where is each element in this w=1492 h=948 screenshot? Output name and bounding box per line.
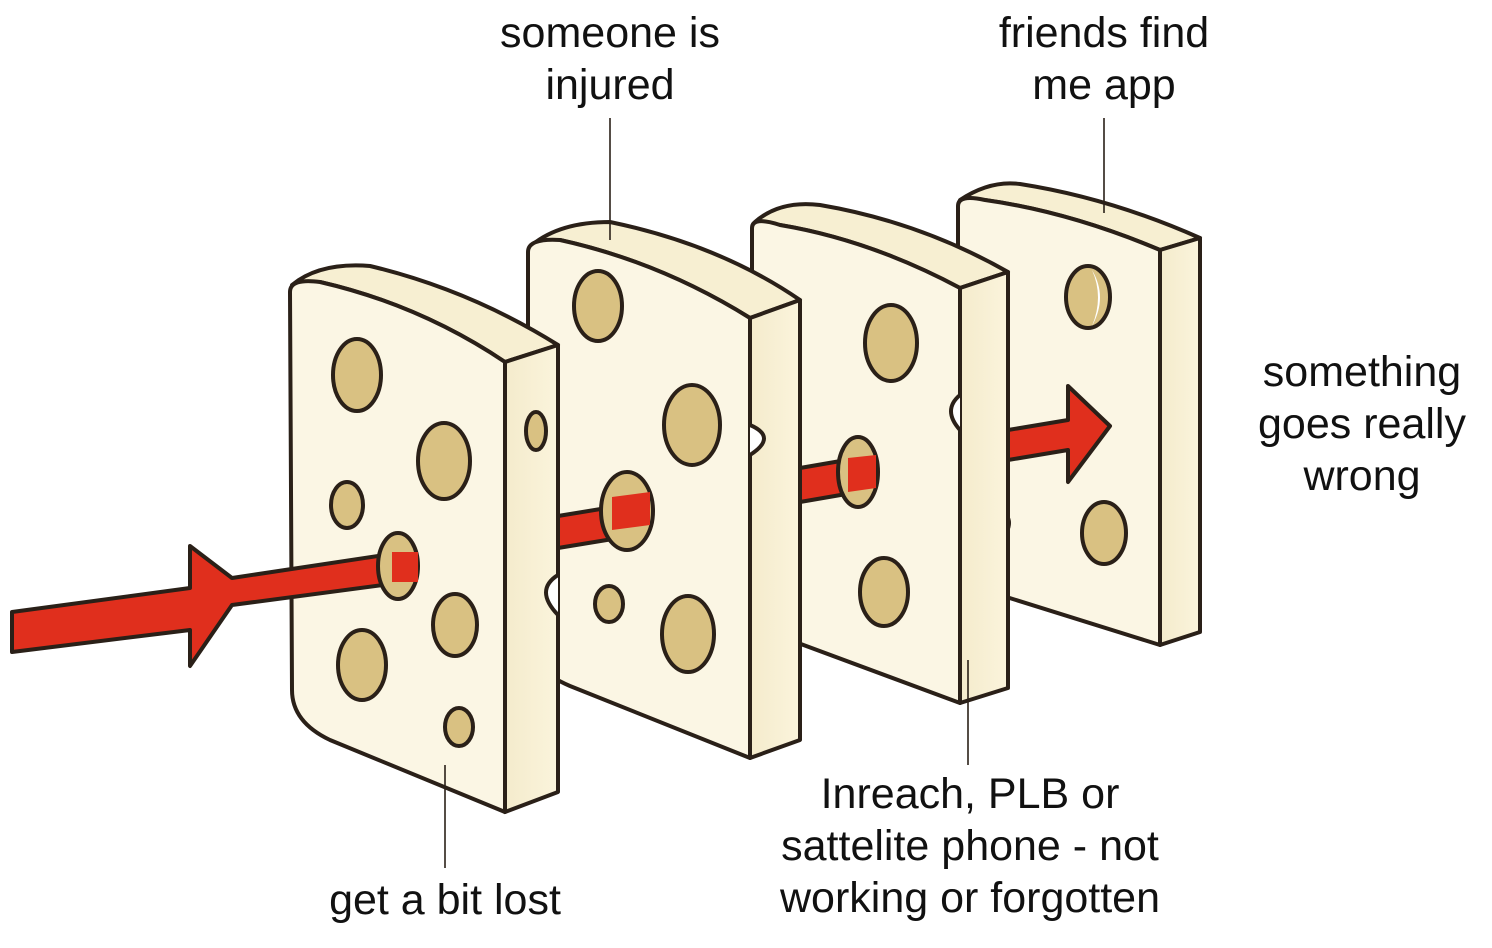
label-outcome-line-3: wrong xyxy=(1303,452,1421,500)
cheese-slice-1 xyxy=(288,263,560,814)
label-inreach-line-3: working or forgotten xyxy=(779,874,1161,922)
label-someone-is-injured-line-2: injured xyxy=(545,61,675,109)
label-friends-find-me-app: friends find me app xyxy=(970,7,1238,111)
label-inreach-plb-satellite: Inreach, PLB or sattelite phone - not wo… xyxy=(740,768,1200,924)
label-something-goes-really-wrong: something goes really wrong xyxy=(1232,346,1492,502)
hazard-arrow xyxy=(10,384,1112,668)
label-outcome-line-1: something xyxy=(1262,348,1462,396)
label-get-a-bit-lost-line-1: get a bit lost xyxy=(329,876,561,924)
label-someone-is-injured: someone is injured xyxy=(470,7,750,111)
leader-lines xyxy=(444,118,1105,868)
label-someone-is-injured-line-1: someone is xyxy=(500,9,720,57)
cheese-slice-2 xyxy=(526,220,802,760)
arrow-head-segment xyxy=(1006,384,1112,484)
label-get-a-bit-lost: get a bit lost xyxy=(300,874,590,926)
label-friends-line-1: friends find xyxy=(998,9,1210,57)
label-inreach-line-1: Inreach, PLB or xyxy=(820,770,1120,818)
label-outcome-line-2: goes really xyxy=(1258,400,1466,448)
label-inreach-line-2: sattelite phone - not xyxy=(781,822,1159,870)
label-friends-line-2: me app xyxy=(1032,61,1176,109)
